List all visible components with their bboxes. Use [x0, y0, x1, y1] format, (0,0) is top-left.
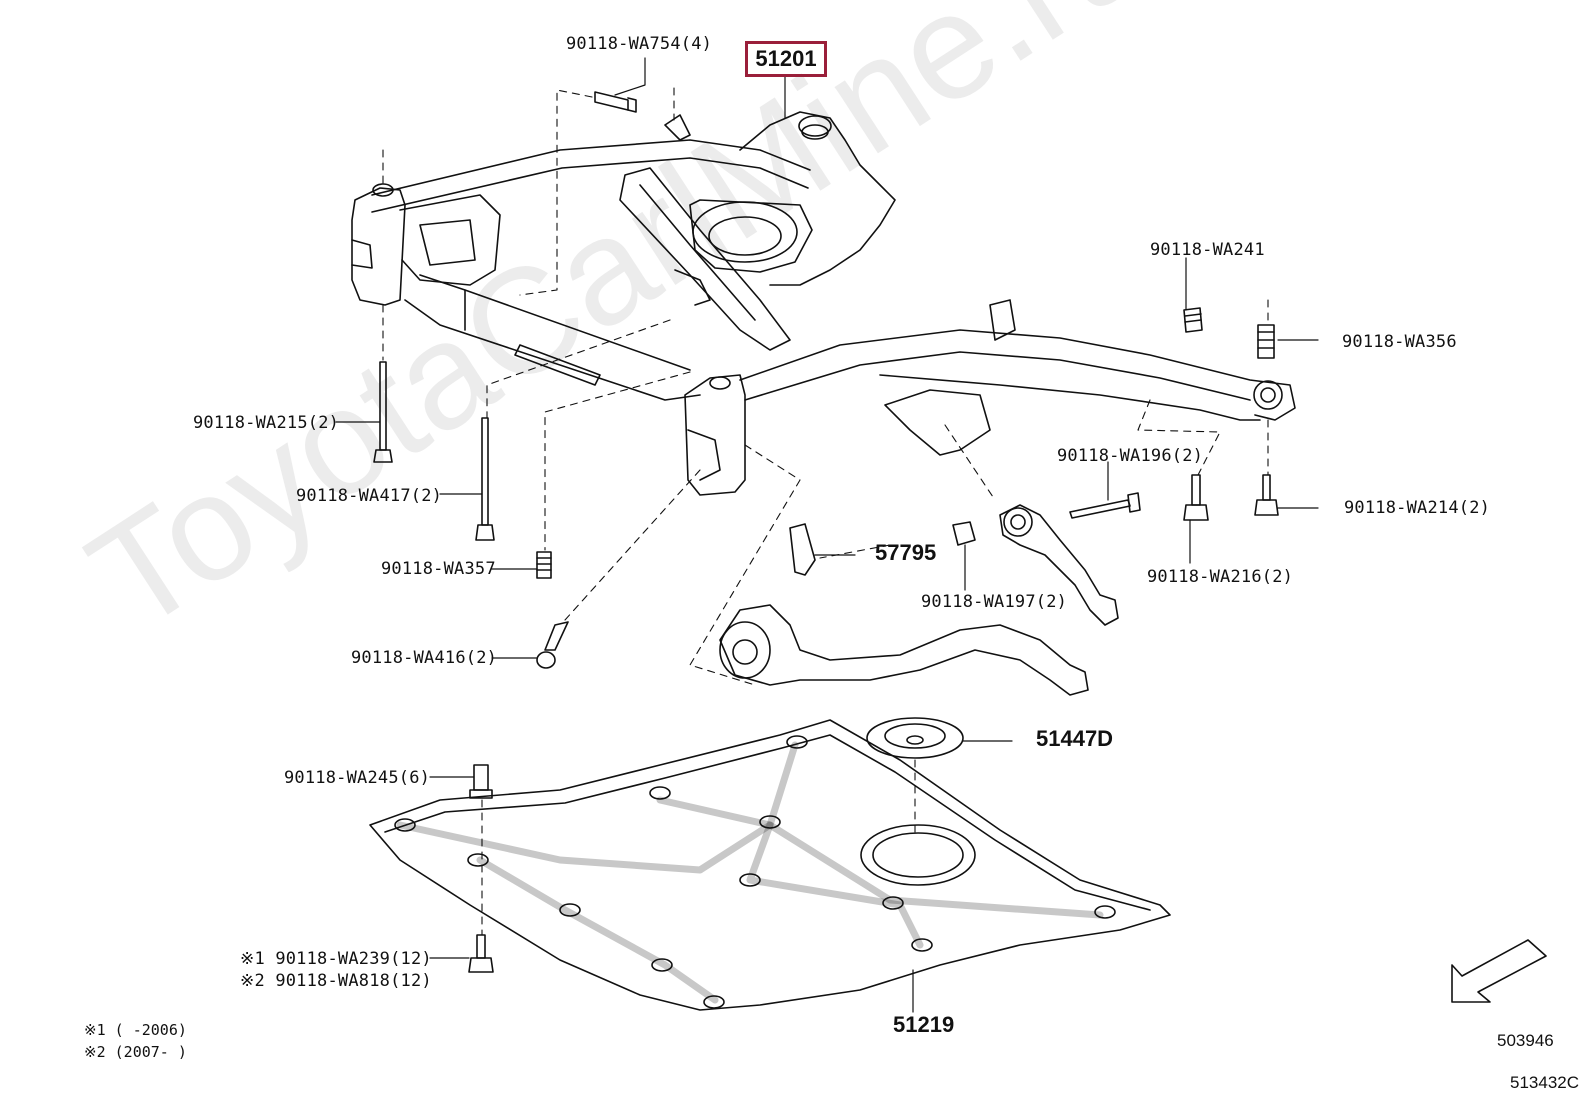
label-90118-wa215[interactable]: 90118-WA215(2): [193, 413, 340, 433]
label-51219[interactable]: 51219: [893, 1012, 955, 1037]
label-90118-wa417[interactable]: 90118-WA417(2): [296, 486, 443, 506]
label-90118-wa818[interactable]: ※2 90118-WA818(12): [240, 971, 432, 991]
label-90118-wa416[interactable]: 90118-WA416(2): [351, 648, 498, 668]
part-51201-box[interactable]: 51201: [745, 41, 827, 77]
label-90118-wa197[interactable]: 90118-WA197(2): [921, 592, 1068, 612]
label-90118-wa214[interactable]: 90118-WA214(2): [1344, 498, 1491, 518]
label-90118-wa241[interactable]: 90118-WA241: [1150, 240, 1265, 260]
control-arms: [719, 504, 1119, 696]
front-direction-arrow: [1451, 939, 1547, 1003]
label-51447d[interactable]: 51447D: [1036, 726, 1114, 751]
leader-lines: [335, 57, 1319, 1013]
diagram-code-2: 513432C: [1510, 1073, 1580, 1092]
label-90118-wa216[interactable]: 90118-WA216(2): [1147, 567, 1294, 587]
part-51201-label: 51201: [755, 46, 817, 71]
label-90118-wa239[interactable]: ※1 90118-WA239(12): [240, 949, 432, 969]
label-90118-wa357[interactable]: 90118-WA357: [381, 559, 496, 579]
grommet-51447D: [866, 717, 964, 759]
undercover-51219: [369, 719, 1171, 1011]
label-90118-wa245[interactable]: 90118-WA245(6): [284, 768, 431, 788]
diagram-code-1: 503946: [1497, 1031, 1554, 1050]
dashed-guides: [382, 87, 1269, 936]
footnote-1: ※1 ( -2006): [84, 1021, 187, 1039]
footnote-2: ※2 (2007- ): [84, 1043, 187, 1061]
label-57795[interactable]: 57795: [875, 540, 937, 565]
crossmember-51201: [351, 111, 1296, 496]
label-90118-wa196[interactable]: 90118-WA196(2): [1057, 446, 1204, 466]
label-90118-wa356[interactable]: 90118-WA356: [1342, 332, 1457, 352]
label-90118-wa754[interactable]: 90118-WA754(4): [566, 34, 713, 54]
fasteners: [373, 91, 1279, 973]
